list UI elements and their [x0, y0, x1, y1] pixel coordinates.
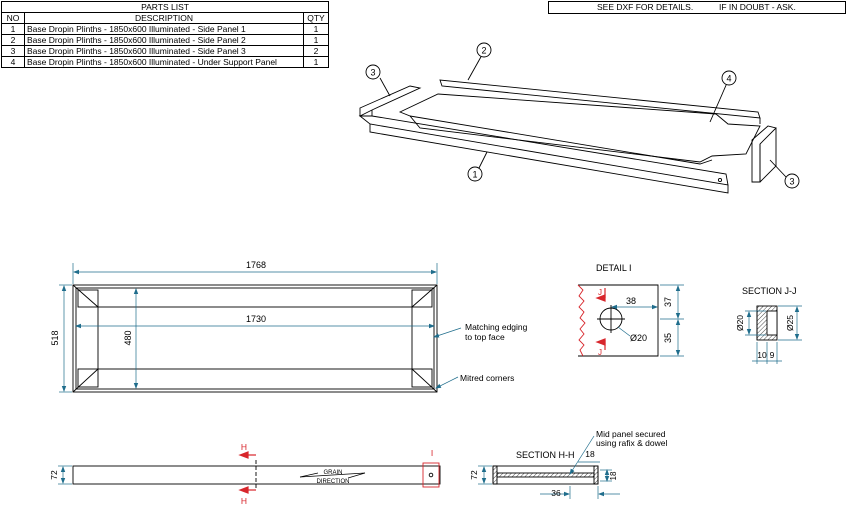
- section-jj-view: [756, 305, 778, 341]
- side-panel-2: [439, 79, 761, 124]
- direction-label: DIRECTION: [317, 479, 350, 485]
- dim-inner-width: 480: [123, 330, 133, 345]
- balloon-3-left: 3: [365, 64, 381, 80]
- grain-direction-arrow: [299, 472, 366, 479]
- notes-box: SEE DXF FOR DETAILS. IF IN DOUBT - ASK.: [548, 1, 846, 14]
- section-hh-view: [492, 465, 599, 485]
- balloon-3-label: 3: [789, 177, 794, 187]
- section-hh-dimensions: [478, 435, 620, 499]
- note-rafix-dowel: using rafix & dowel: [596, 438, 667, 448]
- dim-overall-length: 1768: [246, 260, 266, 270]
- balloon-3-right: 3: [784, 173, 800, 189]
- front-elevation: [72, 460, 441, 490]
- side-panel-3-left: [359, 85, 422, 117]
- detail-i-view: [577, 284, 659, 357]
- note-mitred-corners: Mitred corners: [460, 373, 514, 383]
- row-description: Base Dropin Plinths - 1850x600 Illuminat…: [24, 56, 304, 68]
- balloon-3-label: 3: [370, 68, 375, 78]
- detail-i-dimensions: [611, 284, 684, 357]
- isometric-view: [358, 54, 787, 194]
- detail-i-section-marks: [595, 288, 606, 350]
- dim-36: 36: [551, 488, 561, 498]
- dim-9: 9: [770, 350, 775, 360]
- section-jj-title: SECTION J-J: [742, 286, 797, 296]
- section-marker-h-bottom: H: [241, 496, 247, 506]
- section-marker-j-bottom: J: [598, 348, 602, 357]
- detail-marker-i: I: [431, 448, 433, 458]
- table-row: 4 Base Dropin Plinths - 1850x600 Illumin…: [1, 56, 329, 68]
- under-support-panel: [398, 93, 761, 165]
- dim-72-elevation: 72: [49, 470, 59, 480]
- section-hh-title: SECTION H-H: [516, 450, 575, 460]
- dim-inner-length: 1730: [246, 314, 266, 324]
- section-h-marks: [238, 451, 256, 494]
- dim-18-side: 18: [609, 471, 618, 480]
- dim-72-section: 72: [469, 470, 479, 480]
- note-if-in-doubt: IF IN DOUBT - ASK.: [719, 2, 796, 12]
- balloon-1-label: 1: [472, 170, 477, 180]
- row-qty: 1: [303, 56, 329, 68]
- side-panel-1: [358, 115, 729, 194]
- note-to-top-face: to top face: [465, 332, 505, 342]
- balloon-4-label: 4: [726, 74, 731, 84]
- balloon-2-label: 2: [481, 46, 486, 56]
- elevation-dimensions: [58, 465, 72, 485]
- balloon-2: 2: [476, 42, 492, 58]
- detail-i-title: DETAIL I: [596, 263, 632, 273]
- dia-20-detail: Ø20: [630, 333, 647, 343]
- dim-38: 38: [626, 296, 636, 306]
- plan-dimensions: [59, 263, 462, 393]
- section-marker-h-top: H: [241, 442, 247, 452]
- balloon-1: 1: [467, 166, 483, 182]
- dim-37: 37: [663, 297, 673, 307]
- dia-20-section: Ø20: [735, 315, 745, 331]
- dim-overall-width: 518: [50, 330, 60, 345]
- section-marker-j-top: J: [598, 288, 602, 297]
- balloon-4: 4: [721, 70, 737, 86]
- dim-18-top: 18: [585, 449, 595, 459]
- dia-25-section: Ø25: [785, 315, 795, 331]
- note-mid-panel-secured: Mid panel secured: [596, 429, 666, 439]
- dim-35: 35: [663, 333, 673, 343]
- section-jj-dimensions: [745, 305, 802, 364]
- plan-view: [72, 284, 438, 393]
- dim-10: 10: [757, 350, 767, 360]
- parts-list-table: PARTS LIST NO DESCRIPTION QTY 1 Base Dro…: [1, 1, 329, 68]
- grain-label: GRAIN: [323, 470, 342, 476]
- note-matching-edging: Matching edging: [465, 322, 528, 332]
- note-see-dxf: SEE DXF FOR DETAILS.: [597, 2, 694, 12]
